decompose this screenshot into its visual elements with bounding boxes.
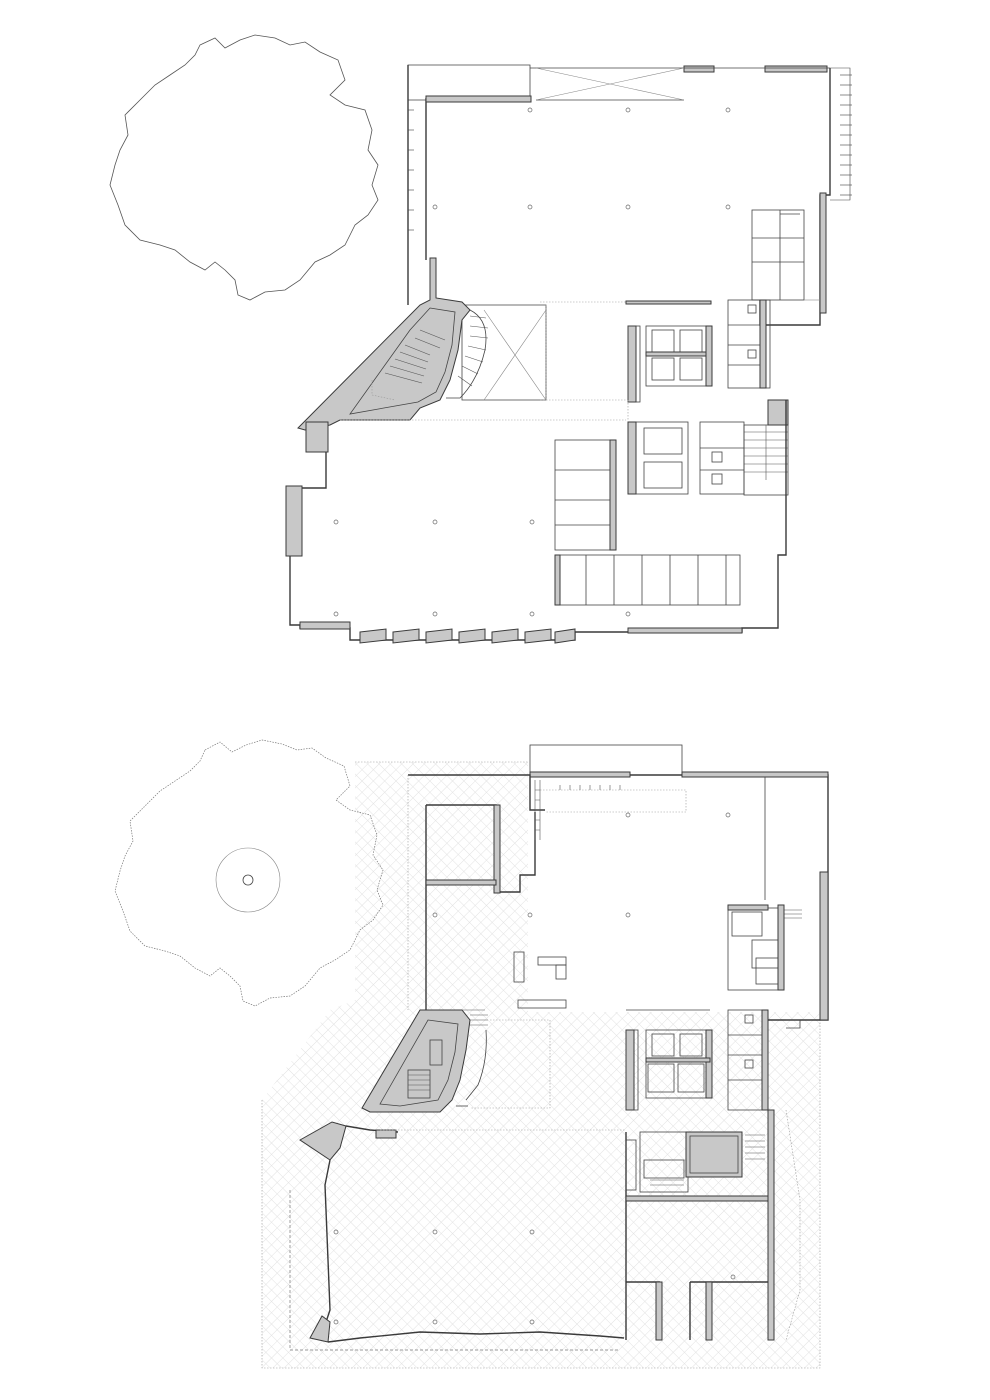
atrium-dash (540, 301, 626, 401)
east-curtain-wall (830, 67, 851, 201)
stair-treads-west (384, 329, 446, 384)
north-wall-segment-3 (764, 65, 828, 73)
core-lifts-ground (625, 1009, 713, 1111)
west-window-marks (408, 109, 414, 231)
east-wall-thick-ground (819, 871, 829, 1021)
north-wall-segment (425, 95, 532, 103)
se-wall-block (625, 1195, 771, 1202)
south-wall-segment (299, 621, 351, 630)
toilet-block-northeast (751, 209, 820, 301)
se-wall-block-2 (655, 1281, 663, 1341)
stair-ramp-ground (462, 1009, 488, 1026)
north-wall-thick-ground-2 (681, 771, 829, 778)
column-grid-ground-north (432, 812, 731, 918)
stair-treads-west-ground (407, 1039, 443, 1099)
stair-core-west-ground (361, 1009, 471, 1113)
south-louvres (359, 628, 576, 644)
east-dash-ground (785, 1109, 801, 1341)
north-wall-thick-ground (529, 771, 631, 778)
tree-canopy-upper (109, 34, 379, 301)
east-wall-thick (819, 192, 827, 314)
stair-dash-landing (371, 380, 396, 401)
atrium-x (483, 309, 547, 401)
stair-core-west (297, 257, 471, 431)
ground-floor-plan (114, 739, 829, 1369)
west-door-ground (375, 1129, 397, 1139)
southwest-outline-dash (289, 1190, 620, 1351)
north-wing-perimeter (407, 65, 427, 305)
east-curtain-mullions (840, 74, 852, 196)
tree-trunk-ring (215, 847, 281, 913)
wc-block-mid-upper (727, 299, 771, 389)
north-bench-marks (559, 785, 621, 790)
southwest-wall-upper (289, 400, 787, 641)
tree-trunk (242, 874, 254, 886)
column-grid-ground-south (333, 1229, 736, 1325)
atrium-ground-dash (470, 1019, 551, 1109)
se-wall-block-3 (705, 1281, 713, 1341)
se-core-ground (625, 1131, 765, 1193)
north-dash-ground (540, 789, 687, 813)
wc-block-mid-ground (727, 1009, 769, 1111)
nw-wall-block (493, 804, 501, 894)
atrium-void (461, 304, 547, 401)
northwest-rooms-ground (408, 774, 545, 1040)
upper-floor-plan (109, 34, 852, 644)
west-wedge-ground (299, 1121, 347, 1161)
tree-canopy-ground (114, 739, 384, 1007)
stair-core-west-inner-ground (379, 1019, 459, 1107)
upper-floor-dash-line (340, 400, 629, 422)
southwest-wedge-ground (309, 1315, 331, 1343)
offices-south-upper (554, 439, 741, 606)
west-corner-wedge (305, 421, 329, 453)
ground-door-east (786, 1019, 801, 1029)
skylight-x (535, 67, 685, 101)
column-grid-upper-south (333, 519, 631, 617)
north-wing-outline (407, 64, 531, 101)
entrance-canopy (529, 744, 683, 776)
nw-wall-block-2 (425, 879, 497, 886)
stair-treads-curve (457, 315, 489, 387)
stair-curve-ground (465, 1029, 487, 1101)
ground-paving-hatch (262, 762, 820, 1368)
stair-core-east-upper (743, 399, 789, 496)
nw-stair-ground (534, 780, 541, 840)
north-wall-segment-2 (683, 65, 715, 73)
south-wall-ground (327, 1331, 625, 1343)
wc-block-northeast-ground (727, 904, 802, 991)
atrium-beam (625, 300, 712, 305)
column-grid-upper-north (432, 107, 731, 210)
west-window-bay (285, 485, 303, 557)
reception-desk (513, 951, 567, 1009)
south-wall-segment-2 (627, 627, 743, 634)
core-lifts-upper (627, 325, 713, 403)
se-wall-block-4 (767, 1109, 775, 1341)
paving-boundary (261, 761, 821, 1369)
stair-core-inner (349, 307, 456, 415)
mid-core-upper (627, 421, 745, 495)
